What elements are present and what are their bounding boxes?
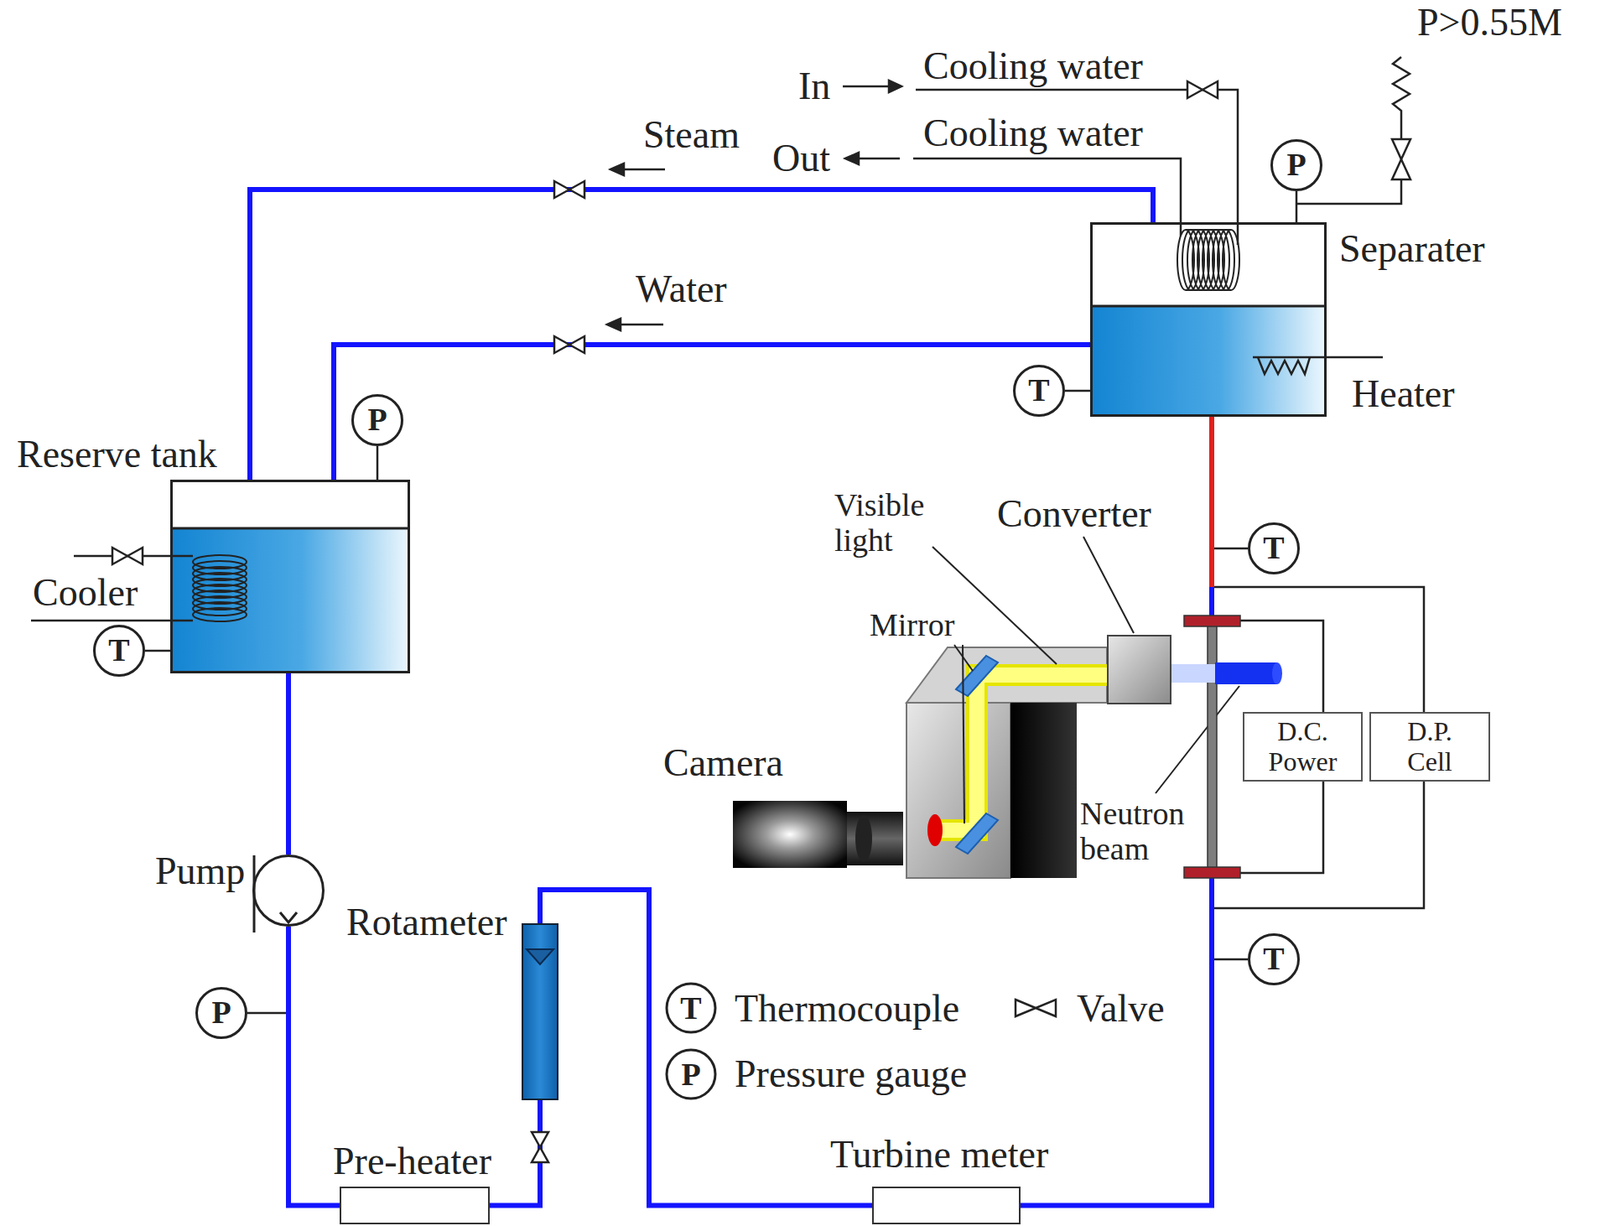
- symbol-letter: T: [108, 633, 130, 669]
- pipe-path: [1020, 416, 1212, 1206]
- reserve-tank: Reserve tank: [170, 479, 411, 674]
- pump-symbol: [254, 855, 297, 933]
- legend-label: Thermocouple: [734, 989, 960, 1029]
- rotameter-float: [526, 949, 554, 965]
- symbol-letter: T: [1262, 941, 1284, 977]
- line-label: Cooling water: [923, 46, 1143, 86]
- pipe-line: [1020, 416, 1212, 1206]
- instrument-line: [1064, 390, 1091, 392]
- test-section: [1184, 615, 1241, 878]
- thermocouple-symbol: T: [93, 624, 146, 677]
- heated-riser: [1209, 416, 1215, 588]
- pre-heater-box: Pre-heater: [339, 1186, 490, 1225]
- converter-box: Converter: [1106, 634, 1172, 705]
- pipe-path: [489, 1100, 541, 1206]
- pipe-line: [288, 673, 290, 855]
- camera-body: [732, 800, 904, 868]
- pressure-gauge-symbol: P: [195, 987, 248, 1039]
- separator-vessel: Separater: [1090, 222, 1327, 417]
- legend-label: Valve: [1076, 989, 1165, 1029]
- pipe-path: [540, 889, 873, 1206]
- instrument-line: [377, 446, 379, 480]
- periscope-housing: [906, 647, 1107, 878]
- thermocouple-symbol: T: [1012, 364, 1065, 417]
- part-label: Cooler: [32, 573, 138, 613]
- pipe-line: [489, 1100, 541, 1206]
- power-supply-box: D.C. Power: [1242, 711, 1363, 782]
- part-label: Rotameter: [346, 903, 508, 942]
- symbol-letter: T: [1028, 373, 1050, 409]
- pipe-line: [540, 889, 873, 1206]
- callout-label: Mirror: [869, 607, 955, 644]
- callout-label: Visible light: [834, 488, 944, 559]
- pipe-path: [285, 673, 291, 855]
- symbol-letter: P: [1286, 147, 1306, 183]
- dp-cell-box: D.P. Cell: [1369, 711, 1491, 782]
- pipe-line: [288, 926, 340, 1206]
- pipe-path: [1064, 389, 1091, 393]
- flow-arrows: [607, 80, 902, 331]
- legend-symbol: [666, 983, 716, 1099]
- neutron-beam: [1171, 662, 1283, 685]
- box-label: D.P. Cell: [1387, 716, 1472, 776]
- valve-symbol: [112, 81, 1218, 1163]
- thermocouple-symbol: T: [1247, 933, 1300, 986]
- symbol-letter: T: [1262, 530, 1284, 567]
- pressure-setting: P>0.55M: [1417, 3, 1563, 42]
- separator-fill: [1090, 222, 1327, 417]
- symbol-letter: T: [665, 982, 717, 1034]
- pipe-path: [333, 344, 1091, 480]
- part-label: Pump: [155, 851, 245, 891]
- heater-element: [1252, 357, 1383, 375]
- cooler-coil: [192, 555, 247, 622]
- line-label: Steam: [643, 115, 740, 155]
- rotameter: Rotameter: [521, 923, 559, 1101]
- pipe-path: [249, 189, 1154, 480]
- part-label: Camera: [663, 743, 784, 783]
- callout-label: Neutron beam: [1080, 796, 1206, 868]
- gauge-taps: [247, 548, 1248, 1013]
- pipe-line: [333, 344, 1091, 480]
- pipe-path: [1295, 191, 1299, 223]
- symbol-letter: P: [367, 402, 387, 438]
- turbine-meter-box: Turbine meter: [872, 1186, 1021, 1225]
- thermocouple-symbol: T: [1247, 522, 1300, 575]
- camera: Camera: [732, 800, 904, 868]
- flow-direction: Out: [772, 139, 831, 178]
- pipe-line: [249, 189, 1154, 480]
- line-label: Water: [635, 270, 728, 309]
- line-label: Cooling water: [923, 114, 1143, 153]
- instrument-line: [1296, 191, 1298, 223]
- part-label: Reserve tank: [16, 435, 218, 474]
- pump-symbol: Pump: [252, 854, 325, 927]
- rotameter-fill: [521, 923, 559, 1101]
- pressure-gauge-symbol: P: [1270, 139, 1323, 192]
- part-label: Heater: [1351, 374, 1455, 414]
- pipe-path: [145, 649, 171, 653]
- pipe-path: [376, 446, 380, 480]
- pipe-path: [288, 926, 340, 1206]
- converter-fill: [1106, 634, 1172, 705]
- box-label: D.C. Power: [1261, 716, 1346, 776]
- separator-coil: [1177, 229, 1240, 291]
- flow-direction: In: [798, 67, 831, 106]
- legend-label: Pressure gauge: [734, 1054, 967, 1094]
- part-label: Turbine meter: [830, 1135, 1049, 1175]
- pressure-gauge-symbol: P: [351, 394, 404, 447]
- instrument-line: [145, 650, 171, 652]
- leader-lines: [932, 536, 1240, 824]
- reserve-tank-fill: [170, 479, 411, 674]
- symbol-letter: P: [665, 1049, 717, 1100]
- symbol-letter: P: [211, 995, 231, 1031]
- part-label: Pre-heater: [332, 1142, 492, 1181]
- part-label: Converter: [997, 494, 1152, 534]
- part-label: Separater: [1339, 229, 1486, 269]
